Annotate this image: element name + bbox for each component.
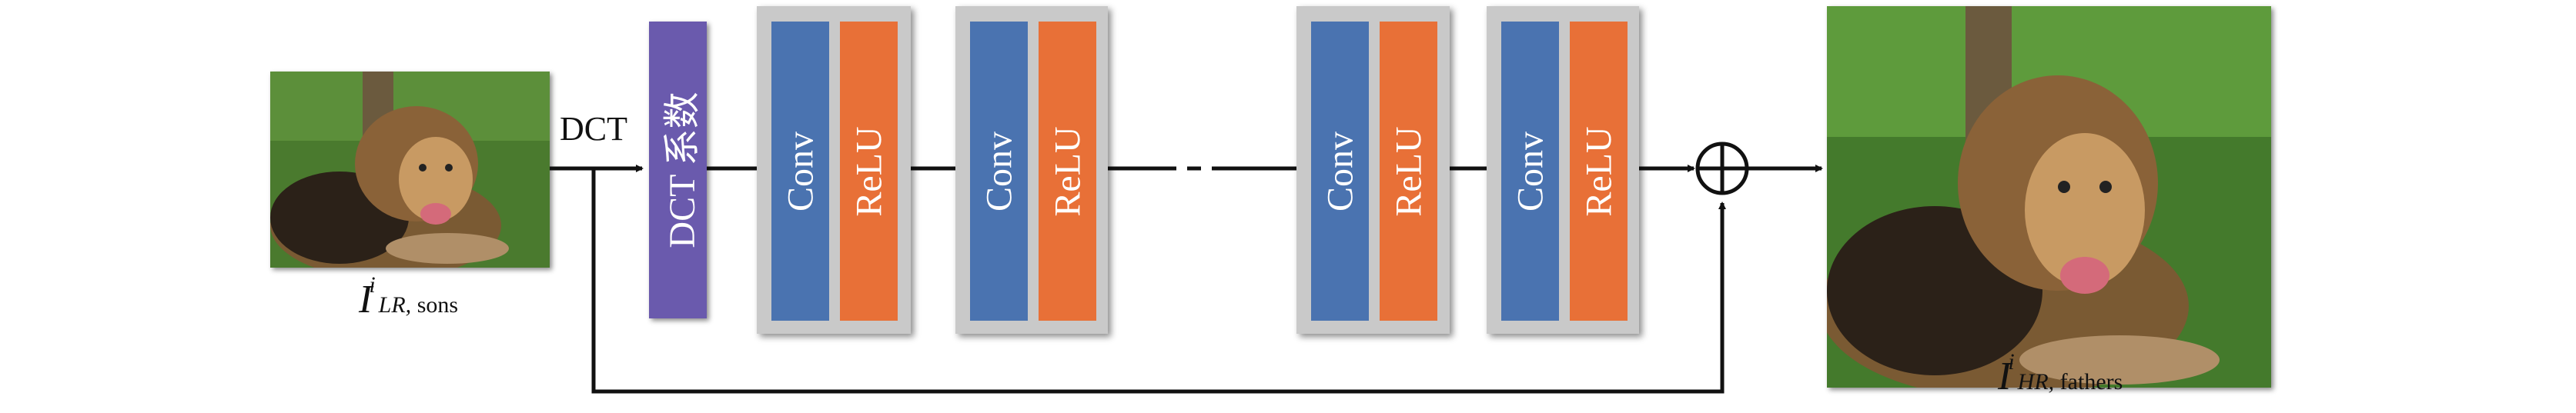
relu-label-1: ReLU — [848, 125, 889, 217]
conv-block-3: Conv — [1311, 22, 1369, 321]
input-caption-sub: LR, sons — [379, 292, 458, 318]
conv-relu-group-2: Conv ReLU — [955, 6, 1108, 334]
relu-block-3: ReLU — [1380, 22, 1437, 321]
relu-block-1: ReLU — [840, 22, 898, 321]
conv-relu-group-4: Conv ReLU — [1487, 6, 1639, 334]
output-caption: IiHR, fathers — [1998, 349, 2123, 399]
skip-connection — [591, 168, 1726, 394]
input-caption-base: I — [359, 278, 373, 321]
input-caption-sub-text: sons — [411, 292, 459, 318]
input-lr-image — [270, 72, 550, 268]
output-caption-sup: i — [2008, 349, 2015, 375]
conv-label-1: Conv — [780, 131, 821, 211]
relu-label-3: ReLU — [1388, 125, 1429, 217]
relu-block-2: ReLU — [1039, 22, 1096, 321]
conv-block-1: Conv — [771, 22, 829, 321]
output-caption-sub-text: fathers — [2054, 369, 2123, 395]
relu-block-4: ReLU — [1570, 22, 1628, 321]
input-caption-sup: i — [369, 272, 376, 298]
conv-relu-group-3: Conv ReLU — [1296, 6, 1450, 334]
dct-block-label: DCT 系数 — [661, 92, 703, 248]
conv-relu-group-1: Conv ReLU — [757, 6, 911, 334]
input-caption-sub-italic: LR, — [378, 292, 412, 318]
dct-coefficient-block: DCT 系数 — [649, 22, 707, 318]
conv-block-4: Conv — [1501, 22, 1559, 321]
relu-label-4: ReLU — [1578, 125, 1619, 217]
relu-label-2: ReLU — [1047, 125, 1088, 217]
input-caption: IiLR, sons — [359, 272, 458, 322]
output-hr-image — [1827, 6, 2271, 388]
conv-label-4: Conv — [1510, 131, 1551, 211]
conv-label-3: Conv — [1320, 131, 1360, 211]
conv-block-2: Conv — [970, 22, 1028, 321]
conv-label-2: Conv — [979, 131, 1019, 211]
output-caption-base: I — [1998, 355, 2012, 398]
output-caption-sub: HR, fathers — [2018, 369, 2123, 395]
dct-arrow-label: DCT — [560, 110, 627, 148]
output-caption-sub-italic: HR, — [2017, 369, 2055, 395]
